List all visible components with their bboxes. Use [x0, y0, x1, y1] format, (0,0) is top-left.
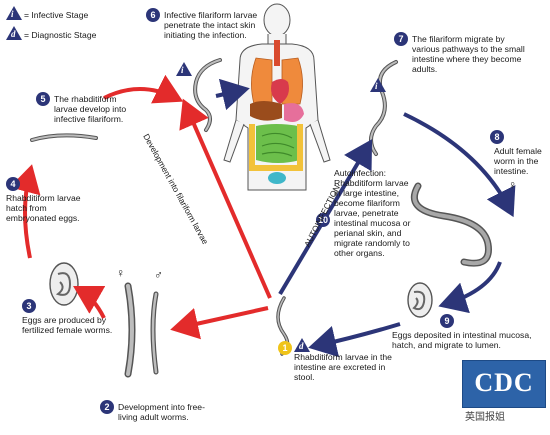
worm-free-living-male	[150, 291, 159, 375]
step-number-4: 4	[6, 177, 20, 191]
egg-right	[407, 282, 433, 318]
worm-rhabditiform-step5	[30, 133, 98, 142]
legend-diagnostic-label: = Diagnostic Stage	[24, 30, 97, 40]
worm-filariform-left	[193, 58, 222, 132]
step-6-label: Infective filariform larvae penetrate th…	[164, 10, 258, 40]
infective-stage-marker-step6: i	[176, 62, 192, 76]
infective-stage-marker-step7: i	[370, 78, 386, 92]
egg-left	[49, 262, 79, 306]
step-number-7: 7	[394, 32, 408, 46]
human-body-figure	[223, 3, 331, 191]
worm-adult-female	[410, 182, 492, 267]
watermark: 英国报姐	[465, 412, 505, 423]
step-10-label: Autoinfection: Rhabditiform larvae in la…	[334, 168, 411, 258]
step-number-9: 9	[440, 314, 454, 328]
step-7-label: The filariform migrate by various pathwa…	[412, 34, 525, 74]
worm-filariform-right	[369, 60, 398, 156]
female-symbol-adult: ♀	[508, 178, 517, 192]
infective-stage-marker: i	[6, 6, 22, 20]
step-number-8: 8	[490, 130, 504, 144]
female-symbol-free-living: ♀	[116, 266, 125, 280]
diagnostic-stage-marker: d	[6, 26, 22, 40]
male-symbol-free-living: ♂	[154, 268, 163, 282]
step-5-label: The rhabditiform larvae develop into inf…	[54, 94, 127, 124]
step-4-label: Rhabditiform larvae hatch from embryonat…	[6, 193, 81, 223]
step-3-label: Eggs are produced by fertilized female w…	[22, 315, 113, 335]
step-number-3: 3	[22, 299, 36, 313]
step-1-label: Rhabditiform larvae in the intestine are…	[294, 352, 392, 382]
cdc-logo: CDC	[462, 360, 546, 408]
worm-free-living-female	[124, 282, 136, 378]
step-number-10: 10	[316, 213, 330, 227]
step-number-1: 1	[278, 341, 292, 355]
step-number-2: 2	[100, 400, 114, 414]
legend-infective-label: = Infective Stage	[24, 10, 89, 20]
step-2-label: Development into free-living adult worms…	[118, 402, 205, 422]
diagnostic-stage-marker-step1: d	[294, 338, 310, 352]
step-8-label: Adult female worm in the intestine.	[494, 146, 542, 176]
step-9-label: Eggs deposited in intestinal mucosa, hat…	[392, 330, 532, 350]
step-number-5: 5	[36, 92, 50, 106]
step-number-6: 6	[146, 8, 160, 22]
red-arrows	[9, 74, 272, 340]
